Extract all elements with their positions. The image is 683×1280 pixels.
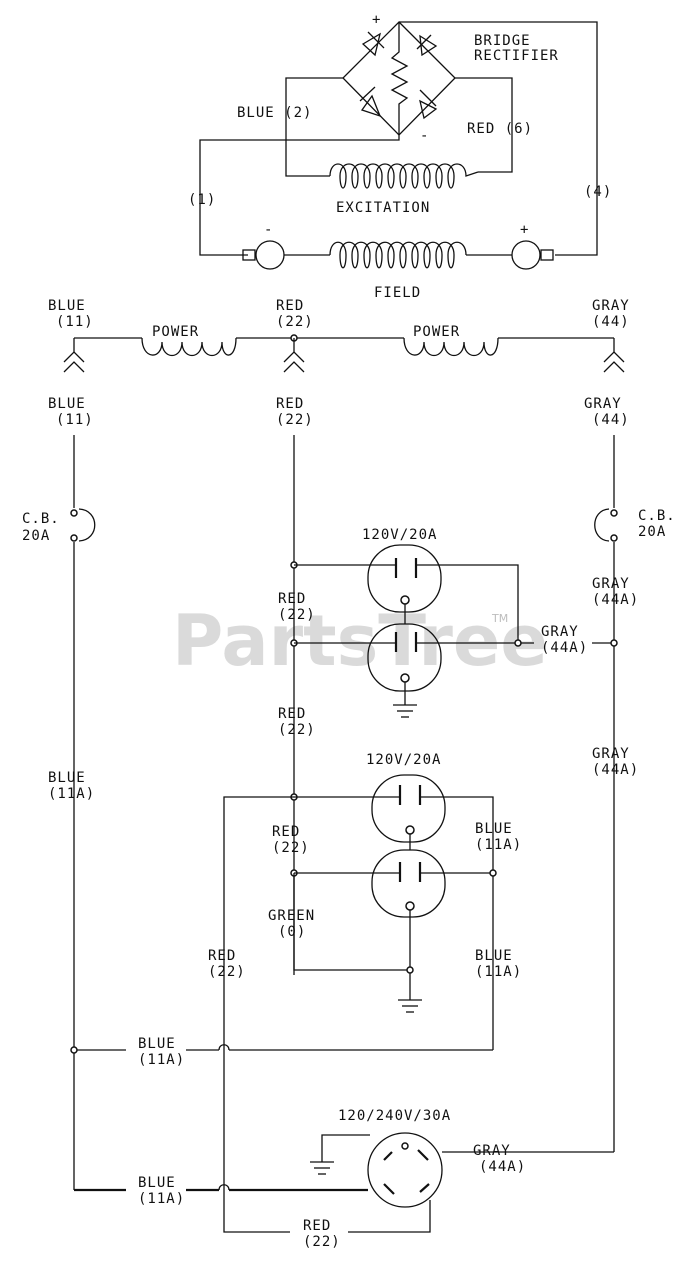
bottom-red-num: (22) [303,1234,341,1250]
outlet1-gray-num: (44A) [541,640,588,656]
bottom-red-label: RED [303,1218,331,1234]
rectifier-title: BRIDGE [474,33,531,49]
power-label-1: POWER [152,324,199,340]
excitation-coil [329,163,479,189]
watermark: PartsTree [172,600,548,682]
label-red-22-top: RED [276,298,304,314]
bottom-blue2-label: BLUE [138,1175,176,1191]
ground-icon [398,999,422,1013]
rectifier-title-2: RECTIFIER [474,48,559,64]
outlet1-rating: 120V/20A [362,527,437,543]
bottom-blue-label: BLUE [138,1036,176,1052]
label-blue-11a-left-num: (11A) [48,786,95,802]
duplex-outlet-2 [371,774,446,1000]
bottom-blue2-num: (11A) [138,1191,185,1207]
outlet2-blue-num: (11A) [475,837,522,853]
label-gray-44a-upper-num: (44A) [592,592,639,608]
label-gray-44a-right: GRAY [592,746,630,762]
locking-outlet-30a [367,1132,443,1208]
diode-icon [359,31,438,120]
left-cb-rating: 20A [22,528,50,544]
plus-sign: + [372,12,381,28]
outlet2-blue2-num: (11A) [475,964,522,980]
excitation-blue-label: BLUE (2) [237,105,312,121]
label-blue-11: BLUE [48,396,86,412]
junction-dot [489,869,497,877]
circuit-breaker-right [594,508,618,542]
locking-outlet-rating: 120/240V/30A [338,1108,451,1124]
field-minus: - [264,222,273,238]
field-coil [242,240,554,270]
ground-icon [393,704,417,718]
outlet2-blue2-label: BLUE [475,948,513,964]
outlet2-red2-label: RED [208,948,236,964]
connector-icon [63,351,625,373]
junction-dot [406,966,414,974]
wire-1-label: (1) [188,192,216,208]
outlet2-red-num: (22) [272,840,310,856]
outlet1-gray-label: GRAY [541,624,579,640]
label-gray-44a-upper: GRAY [592,576,630,592]
ground-icon [310,1161,334,1175]
label-gray-44a-right-num: (44A) [592,762,639,778]
label-gray-44-num: (44) [592,412,630,428]
watermark-tm: TM [491,612,508,625]
power-coil-2 [403,337,499,357]
outlet2-red-label: RED [272,824,300,840]
label-blue-11-top: BLUE [48,298,86,314]
label-gray-44-top-num: (44) [592,314,630,330]
label-blue-11a-left: BLUE [48,770,86,786]
excitation-red-label: RED (6) [467,121,533,137]
outlet2-green-label: GREEN [268,908,315,924]
circuit-breaker-left [70,508,96,542]
right-cb-rating: 20A [638,524,666,540]
junction-dot [70,1046,78,1054]
left-cb-label: C.B. [22,511,60,527]
label-blue-11-top-num: (11) [56,314,94,330]
minus-sign: - [420,128,429,144]
outlet2-green-num: (0) [278,924,306,940]
label-red-22-top-num: (22) [276,314,314,330]
right-cb-label: C.B. [638,508,676,524]
wire-4-label: (4) [584,184,612,200]
outlet1-red-num: (22) [278,607,316,623]
power-coil-1 [141,337,237,357]
duplex-outlet-1 [367,544,442,705]
field-plus: + [520,222,529,238]
bottom-gray-num: (44A) [479,1159,526,1175]
label-red-22-mid: RED [278,706,306,722]
outlet2-blue-label: BLUE [475,821,513,837]
junction-dot [610,639,618,647]
outlet1-red-label: RED [278,591,306,607]
bottom-gray-label: GRAY [473,1143,511,1159]
field-label: FIELD [374,285,421,301]
junction-dot [514,639,522,647]
label-gray-44: GRAY [584,396,622,412]
resistor-icon [390,22,409,135]
power-label-2: POWER [413,324,460,340]
outlet2-rating: 120V/20A [366,752,441,768]
label-red-22: RED [276,396,304,412]
label-red-22-num: (22) [276,412,314,428]
bottom-blue-num: (11A) [138,1052,185,1068]
outlet2-red2-num: (22) [208,964,246,980]
excitation-label: EXCITATION [336,200,430,216]
label-blue-11-num: (11) [56,412,94,428]
label-red-22-mid-num: (22) [278,722,316,738]
bridge-rectifier: + - BRIDGE RECTIFIER [342,12,559,144]
label-gray-44-top: GRAY [592,298,630,314]
